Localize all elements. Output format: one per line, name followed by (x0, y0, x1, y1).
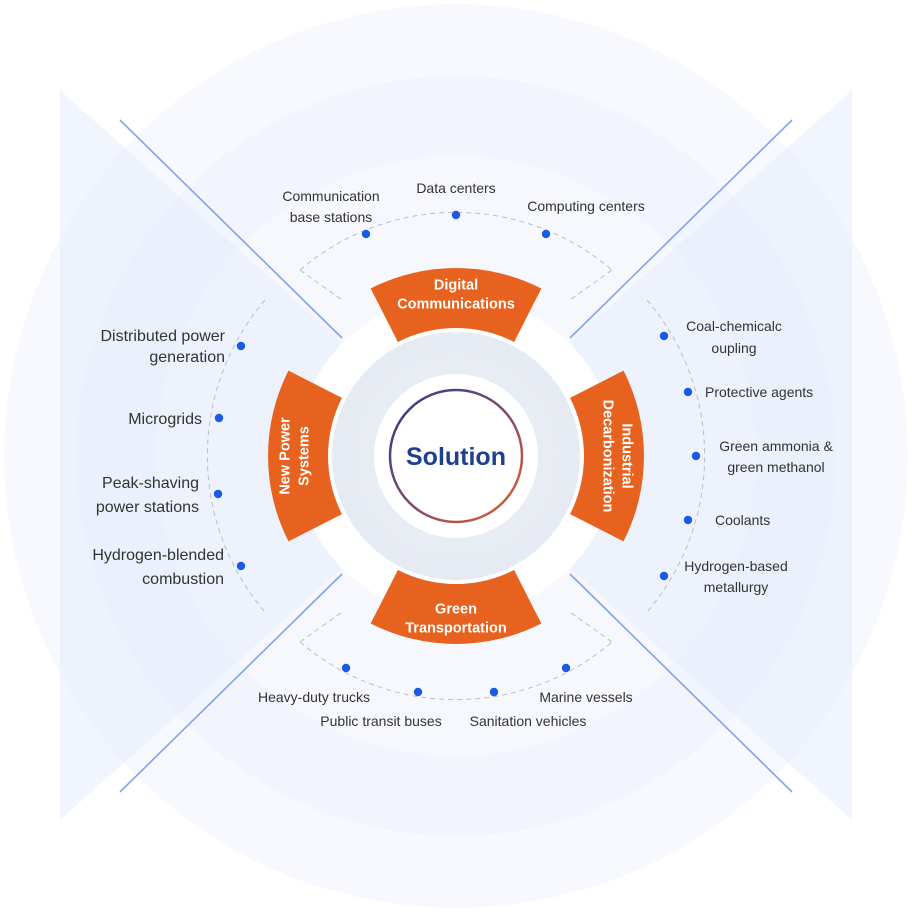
right-quadrant-shade (572, 90, 852, 820)
left-quadrant-shade (60, 90, 340, 820)
industrial-decarbonization-label-line: Hydrogen-based (684, 558, 788, 574)
guide-line-bottom-left (119, 573, 343, 793)
industrial-decarbonization-node-dot (683, 515, 693, 525)
guide-line-top-right (569, 119, 793, 339)
segment-label-line: Decarbonization (600, 400, 616, 513)
digital-communications-label-line: Computing centers (527, 198, 645, 214)
industrial-decarbonization-node-dot (659, 331, 669, 341)
segment-label-line: Industrial (619, 423, 635, 488)
digital-communications-label-line: base stations (290, 209, 373, 225)
digital-communications-node-dot (541, 229, 551, 239)
digital-communications-label-line: Communication (282, 188, 379, 204)
digital-communications-node-dot (361, 229, 371, 239)
industrial-decarbonization-label-line: Coolants (715, 512, 770, 528)
new-power-systems-label: Peak-shaving power stations (96, 475, 199, 516)
new-power-systems-label-line: Peak-shaving (102, 475, 199, 492)
new-power-systems-label: Hydrogen-blended combustion (92, 547, 224, 588)
new-power-systems-node-dot (214, 413, 224, 423)
segment-top (370, 268, 542, 342)
digital-communications-label-line: Data centers (416, 180, 495, 196)
digital-communications-label: Communication base stations (282, 188, 379, 225)
new-power-systems-label: Microgrids (128, 411, 202, 428)
industrial-decarbonization-node-dot (691, 451, 701, 461)
green-transportation-node-dot (413, 687, 423, 697)
industrial-decarbonization-label: Green ammonia & green methanol (719, 438, 833, 475)
center-ring (388, 388, 524, 524)
industrial-decarbonization-label-line: Coal-chemicalc (686, 318, 782, 334)
industrial-decarbonization-label: Coolants (715, 512, 770, 528)
new-power-systems-node-dot (213, 489, 223, 499)
dashed-arc-right (646, 299, 706, 613)
industrial-decarbonization-node-dot (659, 571, 669, 581)
industrial-decarbonization-label-line: Green ammonia & (719, 438, 833, 454)
application-nodes: Communication base stations Data centersCo… (92, 180, 833, 729)
digital-communications-label: Computing centers (527, 198, 645, 214)
guide-line-top-left (119, 119, 343, 339)
segment-label-line: Communications (397, 297, 515, 313)
new-power-systems-label-line: generation (149, 349, 225, 366)
digital-communications-node-dot (451, 210, 461, 220)
new-power-systems-label-line: Distributed power (101, 328, 226, 345)
new-power-systems-label: Distributed power generation (101, 328, 226, 366)
new-power-systems-label-line: combustion (142, 571, 224, 588)
center-title: Solution (406, 443, 506, 471)
segment-bottom (370, 570, 542, 644)
industrial-decarbonization-label: Protective agents (705, 384, 813, 400)
industrial-decarbonization-label-line: oupling (711, 340, 756, 356)
green-transportation-label: Marine vessels (539, 689, 632, 705)
digital-communications-label: Data centers (416, 180, 495, 196)
segment-label-line: Systems (297, 426, 313, 486)
new-power-systems-node-dot (236, 341, 246, 351)
new-power-systems-label-line: Microgrids (128, 411, 202, 428)
green-transportation-label: Public transit buses (320, 713, 441, 729)
industrial-decarbonization-label-line: Protective agents (705, 384, 813, 400)
new-power-systems-label-line: power stations (96, 499, 199, 516)
green-transportation-label-line: Sanitation vehicles (470, 713, 587, 729)
green-transportation-label-line: Heavy-duty trucks (258, 689, 370, 705)
new-power-systems-node-dot (236, 561, 246, 571)
industrial-decarbonization-node-dot (683, 387, 693, 397)
green-transportation-node-dot (341, 663, 351, 673)
segment-label-line: Green (435, 602, 477, 618)
industrial-decarbonization-label: Coal-chemicalc oupling (686, 318, 782, 356)
segment-label-line: New Power (278, 417, 294, 495)
green-transportation-node-dot (561, 663, 571, 673)
background-halos (4, 4, 908, 908)
segment-label-right: IndustrialDecarbonization (600, 400, 635, 513)
green-transportation-label: Sanitation vehicles (470, 713, 587, 729)
diagonal-guides (119, 119, 793, 793)
segment-left (268, 370, 342, 542)
segment-right (570, 370, 644, 542)
green-transportation-label-line: Public transit buses (320, 713, 441, 729)
green-transportation-label-line: Marine vessels (539, 689, 632, 705)
dashed-arc-left (206, 299, 266, 613)
dashed-arc-top (299, 211, 613, 271)
guide-line-bottom-right (569, 573, 793, 793)
new-power-systems-label-line: Hydrogen-blended (92, 547, 224, 564)
industrial-decarbonization-label-line: green methanol (727, 459, 824, 475)
segment-label-line: Digital (434, 278, 478, 294)
dashed-arc-bottom (299, 641, 613, 701)
industrial-decarbonization-label-line: metallurgy (704, 579, 769, 595)
dashed-guide-arcs (206, 211, 706, 701)
industrial-decarbonization-label: Hydrogen-based metallurgy (684, 558, 788, 595)
segment-label-line: Transportation (405, 621, 507, 637)
green-transportation-label: Heavy-duty trucks (258, 689, 370, 705)
green-transportation-node-dot (489, 687, 499, 697)
